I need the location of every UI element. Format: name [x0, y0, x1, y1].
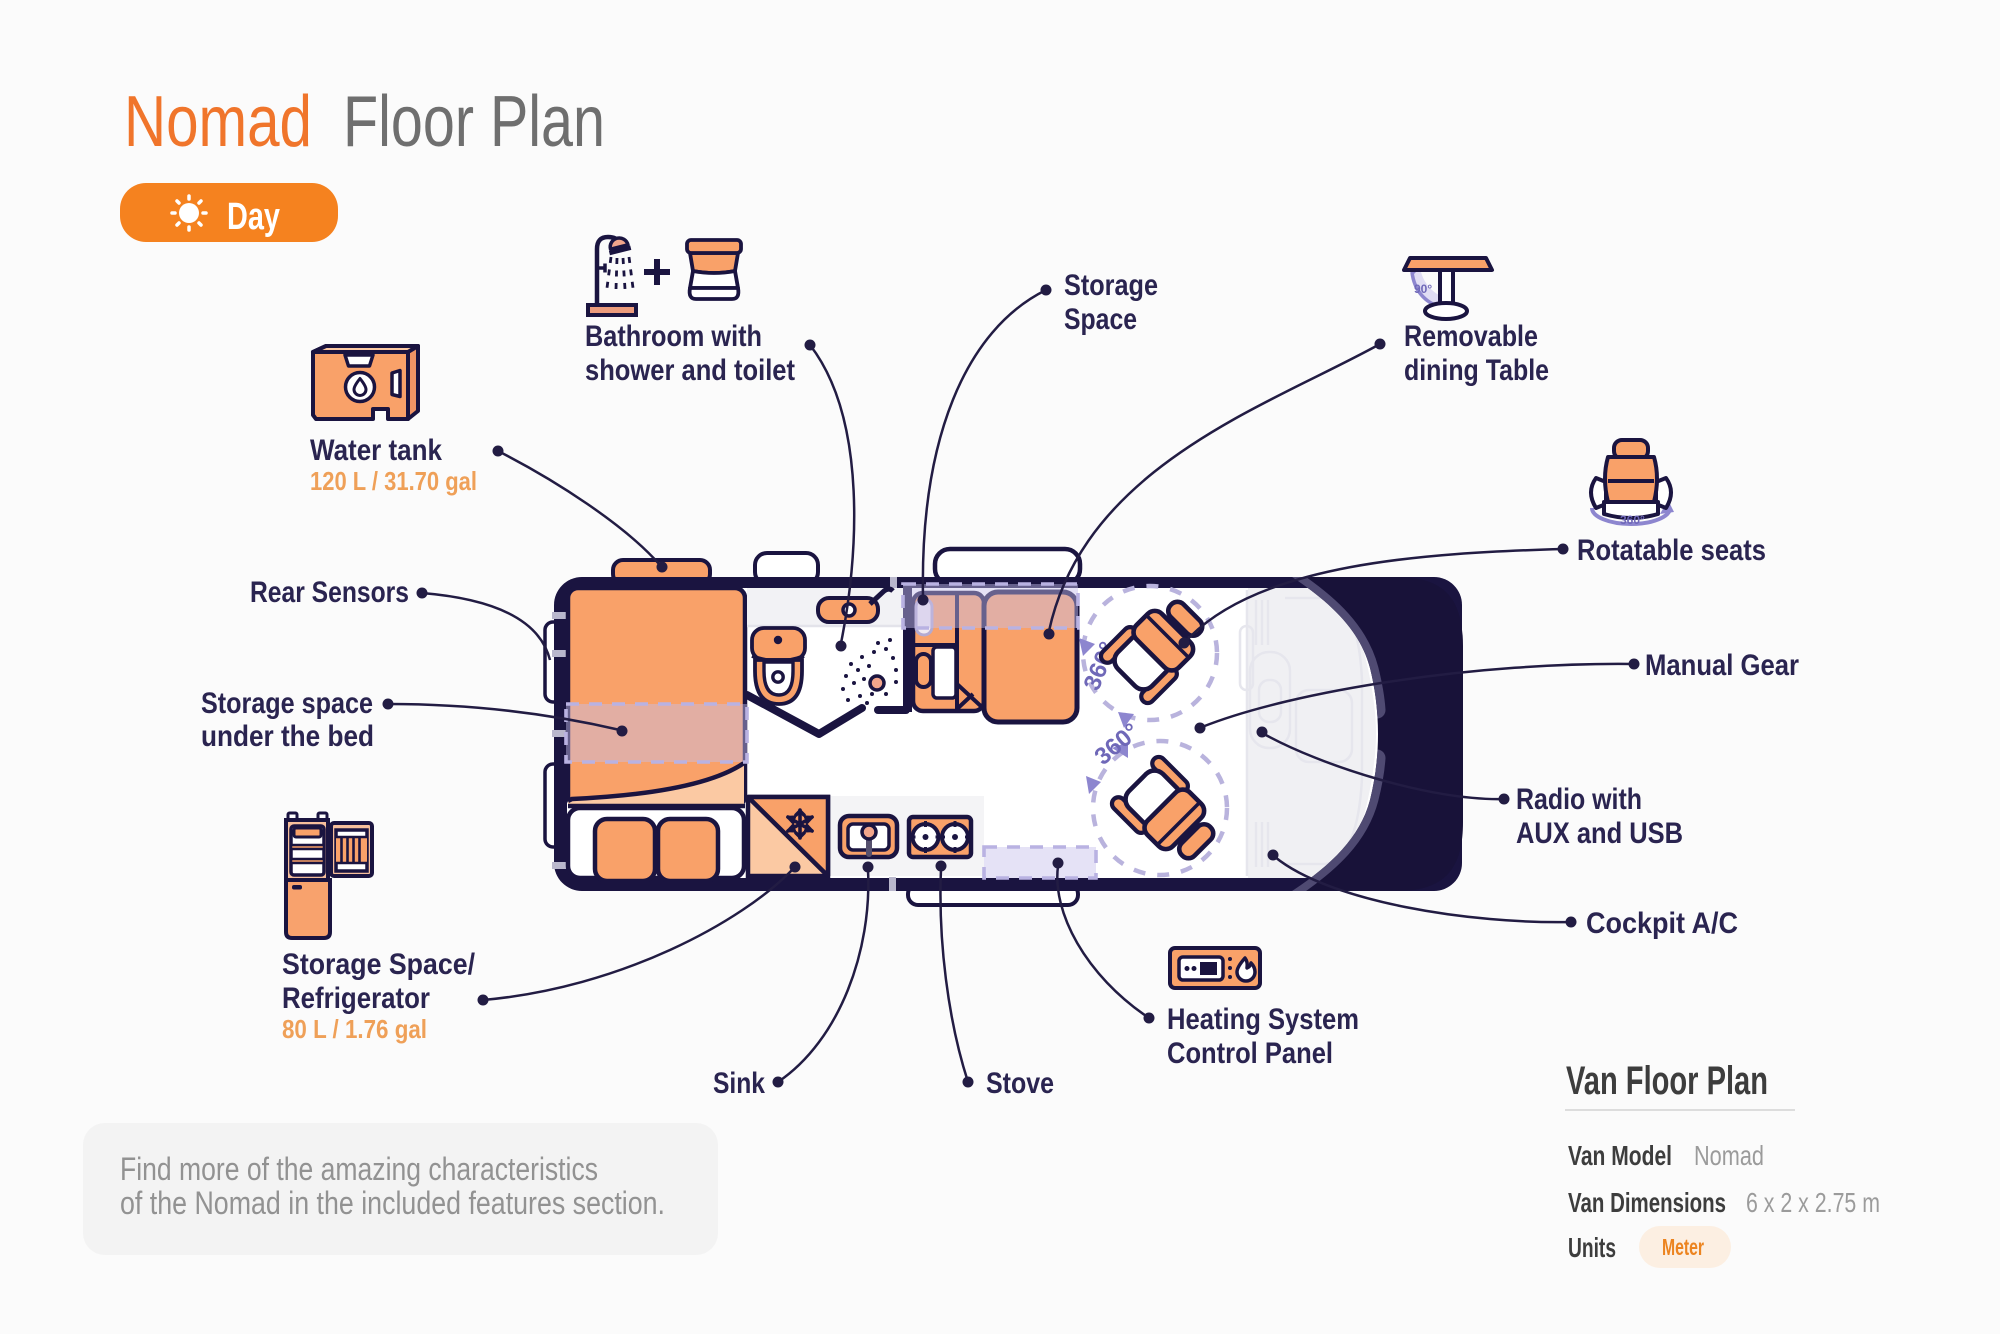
svg-text:Day: Day	[227, 196, 280, 238]
svg-text:Water tank: Water tank	[310, 434, 442, 467]
svg-text:Meter: Meter	[1662, 1234, 1704, 1260]
svg-text:Nomad: Nomad	[124, 82, 312, 162]
svg-text:Rear Sensors: Rear Sensors	[250, 576, 409, 609]
svg-text:360°: 360°	[1620, 513, 1645, 527]
svg-text:Units: Units	[1568, 1232, 1616, 1263]
svg-text:Refrigerator: Refrigerator	[282, 982, 430, 1015]
svg-text:Storage: Storage	[1064, 269, 1158, 302]
svg-text:6 x 2 x 2.75 m: 6 x 2 x 2.75 m	[1746, 1187, 1880, 1218]
svg-text:Heating System: Heating System	[1167, 1003, 1359, 1036]
svg-text:Radio with: Radio with	[1516, 783, 1642, 816]
svg-text:Stove: Stove	[986, 1067, 1054, 1100]
svg-text:Removable: Removable	[1404, 320, 1538, 353]
svg-text:dining Table: dining Table	[1404, 354, 1549, 387]
svg-text:Space: Space	[1064, 303, 1137, 336]
svg-text:Rotatable seats: Rotatable seats	[1577, 534, 1766, 567]
svg-text:Sink: Sink	[713, 1067, 765, 1100]
svg-text:of the Nomad in the included f: of the Nomad in the included features se…	[120, 1185, 665, 1221]
svg-text:90°: 90°	[1414, 282, 1432, 296]
svg-text:Floor Plan: Floor Plan	[343, 82, 605, 162]
svg-text:Van Floor Plan: Van Floor Plan	[1566, 1059, 1768, 1103]
svg-text:Find more of the amazing chara: Find more of the amazing characteristics	[120, 1151, 598, 1187]
svg-text:Bathroom with: Bathroom with	[585, 320, 762, 353]
svg-text:80 L / 1.76 gal: 80 L / 1.76 gal	[282, 1014, 427, 1044]
svg-text:shower and toilet: shower and toilet	[585, 354, 795, 387]
svg-text:Control Panel: Control Panel	[1167, 1037, 1333, 1070]
svg-text:Van Dimensions: Van Dimensions	[1568, 1187, 1726, 1218]
svg-text:120 L / 31.70 gal: 120 L / 31.70 gal	[310, 466, 477, 496]
svg-text:Storage Space/: Storage Space/	[282, 948, 476, 981]
svg-text:under the bed: under the bed	[201, 720, 374, 753]
svg-text:AUX and USB: AUX and USB	[1516, 817, 1683, 850]
svg-text:Cockpit A/C: Cockpit A/C	[1586, 907, 1738, 940]
svg-text:Nomad: Nomad	[1694, 1140, 1764, 1171]
svg-text:Manual Gear: Manual Gear	[1645, 649, 1799, 682]
svg-text:Van Model: Van Model	[1568, 1140, 1672, 1171]
svg-text:Storage space: Storage space	[201, 687, 373, 720]
